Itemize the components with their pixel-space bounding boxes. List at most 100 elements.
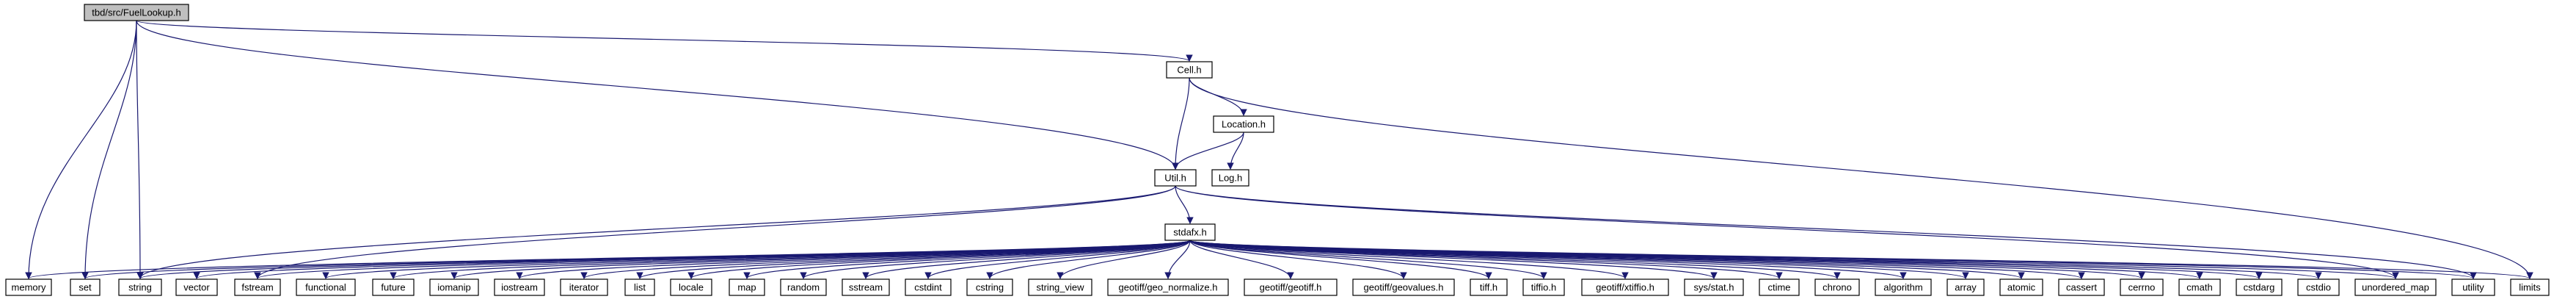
node-xtiffio[interactable]: geotiff/xtiffio.h [1581, 278, 1669, 296]
edge-stdafx-to-geotiff [1189, 240, 1294, 279]
node-box-geotiff [1244, 278, 1338, 296]
node-box-stdafx [1164, 223, 1216, 241]
node-stdafx[interactable]: stdafx.h [1164, 223, 1216, 241]
node-chrono[interactable]: chrono [1814, 278, 1860, 296]
node-label-ctime: ctime [1767, 282, 1790, 293]
node-set[interactable]: set [70, 278, 101, 296]
edge-stdafx-to-cstdint [924, 240, 1191, 279]
node-cmath[interactable]: cmath [2178, 278, 2221, 296]
edge-fuellookup-to-string [136, 20, 144, 279]
edge-util-to-utility [1175, 185, 2477, 279]
node-box-sysstat [1684, 278, 1744, 296]
node-label-algorithm: algorithm [1883, 282, 1922, 293]
node-atomic[interactable]: atomic [1999, 278, 2043, 296]
node-box-string [118, 278, 162, 296]
node-fuellookup[interactable]: tbd/src/FuelLookup.h [84, 4, 189, 21]
node-box-cassert [2058, 278, 2105, 296]
node-sysstat[interactable]: sys/stat.h [1684, 278, 1744, 296]
node-utility[interactable]: utility [2451, 278, 2495, 296]
node-label-geovalues: geotiff/geovalues.h [1364, 282, 1444, 293]
node-tiffio[interactable]: tiffio.h [1522, 278, 1565, 296]
node-box-random [780, 278, 827, 296]
node-random[interactable]: random [780, 278, 827, 296]
edge-stdafx-to-sstream [862, 240, 1191, 279]
node-list[interactable]: list [624, 278, 655, 296]
edge-util-to-unordered_map [1175, 185, 2399, 279]
node-array[interactable]: array [1946, 278, 1985, 296]
edge-stdafx-to-limits [1189, 240, 2533, 279]
node-label-stdafx: stdafx.h [1173, 227, 1207, 238]
node-label-memory: memory [12, 282, 46, 293]
node-box-fstream [234, 278, 281, 296]
node-label-xtiffio: geotiff/xtiffio.h [1596, 282, 1654, 293]
node-box-ctime [1759, 278, 1800, 296]
node-label-string: string [128, 282, 152, 293]
node-label-util: Util.h [1164, 173, 1186, 184]
node-label-cassert: cassert [2066, 282, 2097, 293]
node-ctime[interactable]: ctime [1759, 278, 1800, 296]
node-iomanip[interactable]: iomanip [429, 278, 479, 296]
node-sstream[interactable]: sstream [842, 278, 890, 296]
node-label-string_view: string_view [1036, 282, 1084, 293]
node-cstdarg[interactable]: cstdarg [2236, 278, 2283, 296]
node-cstdio[interactable]: cstdio [2297, 278, 2340, 296]
node-label-geo_normalize: geotiff/geo_normalize.h [1119, 282, 1218, 293]
node-label-functional: functional [305, 282, 346, 293]
node-vector[interactable]: vector [175, 278, 218, 296]
node-label-limits: limits [2519, 282, 2541, 293]
node-box-array [1946, 278, 1985, 296]
node-box-geo_normalize [1107, 278, 1229, 296]
node-label-fuellookup: tbd/src/FuelLookup.h [92, 7, 180, 18]
node-label-vector: vector [183, 282, 210, 293]
node-geotiff[interactable]: geotiff/geotiff.h [1244, 278, 1338, 296]
node-iterator[interactable]: iterator [560, 278, 608, 296]
node-label-map: map [737, 282, 756, 293]
node-cell[interactable]: Cell.h [1166, 61, 1213, 79]
node-string[interactable]: string [118, 278, 162, 296]
node-box-sstream [842, 278, 890, 296]
node-label-geotiff: geotiff/geotiff.h [1260, 282, 1322, 293]
node-locale[interactable]: locale [670, 278, 712, 296]
node-log[interactable]: Log.h [1211, 169, 1249, 187]
node-label-locale: locale [679, 282, 704, 293]
node-future[interactable]: future [372, 278, 415, 296]
node-cstring[interactable]: cstring [966, 278, 1013, 296]
node-box-iterator [560, 278, 608, 296]
edge-fuellookup-to-memory [25, 20, 137, 279]
node-map[interactable]: map [729, 278, 765, 296]
node-box-string_view [1028, 278, 1092, 296]
node-cstdint[interactable]: cstdint [905, 278, 952, 296]
node-label-log: Log.h [1219, 173, 1243, 184]
node-location[interactable]: Location.h [1213, 115, 1274, 133]
node-cerrno[interactable]: cerrno [2120, 278, 2164, 296]
node-iostream[interactable]: iostream [494, 278, 545, 296]
node-unordered_map[interactable]: unordered_map [2354, 278, 2437, 296]
node-box-set [70, 278, 101, 296]
node-util[interactable]: Util.h [1154, 169, 1197, 187]
node-cassert[interactable]: cassert [2058, 278, 2105, 296]
node-label-tiffio: tiffio.h [1531, 282, 1556, 293]
node-tiff[interactable]: tiff.h [1470, 278, 1508, 296]
node-algorithm[interactable]: algorithm [1875, 278, 1932, 296]
node-box-cstdint [905, 278, 952, 296]
node-string_view[interactable]: string_view [1028, 278, 1092, 296]
node-box-cmath [2178, 278, 2221, 296]
edge-location-to-util [1172, 132, 1244, 170]
node-box-cstdio [2297, 278, 2340, 296]
node-box-future [372, 278, 415, 296]
edge-stdafx-to-tiff [1189, 240, 1492, 279]
node-limits[interactable]: limits [2510, 278, 2550, 296]
node-fstream[interactable]: fstream [234, 278, 281, 296]
node-label-cell: Cell.h [1177, 65, 1201, 76]
node-label-random: random [787, 282, 820, 293]
node-box-memory [5, 278, 52, 296]
node-label-sysstat: sys/stat.h [1694, 282, 1734, 293]
node-geovalues[interactable]: geotiff/geovalues.h [1352, 278, 1455, 296]
node-label-cstdarg: cstdarg [2244, 282, 2275, 293]
node-box-list [624, 278, 655, 296]
node-functional[interactable]: functional [296, 278, 356, 296]
node-geo_normalize[interactable]: geotiff/geo_normalize.h [1107, 278, 1229, 296]
node-box-xtiffio [1581, 278, 1669, 296]
node-memory[interactable]: memory [5, 278, 52, 296]
edge-stdafx-to-cstring [986, 240, 1191, 279]
